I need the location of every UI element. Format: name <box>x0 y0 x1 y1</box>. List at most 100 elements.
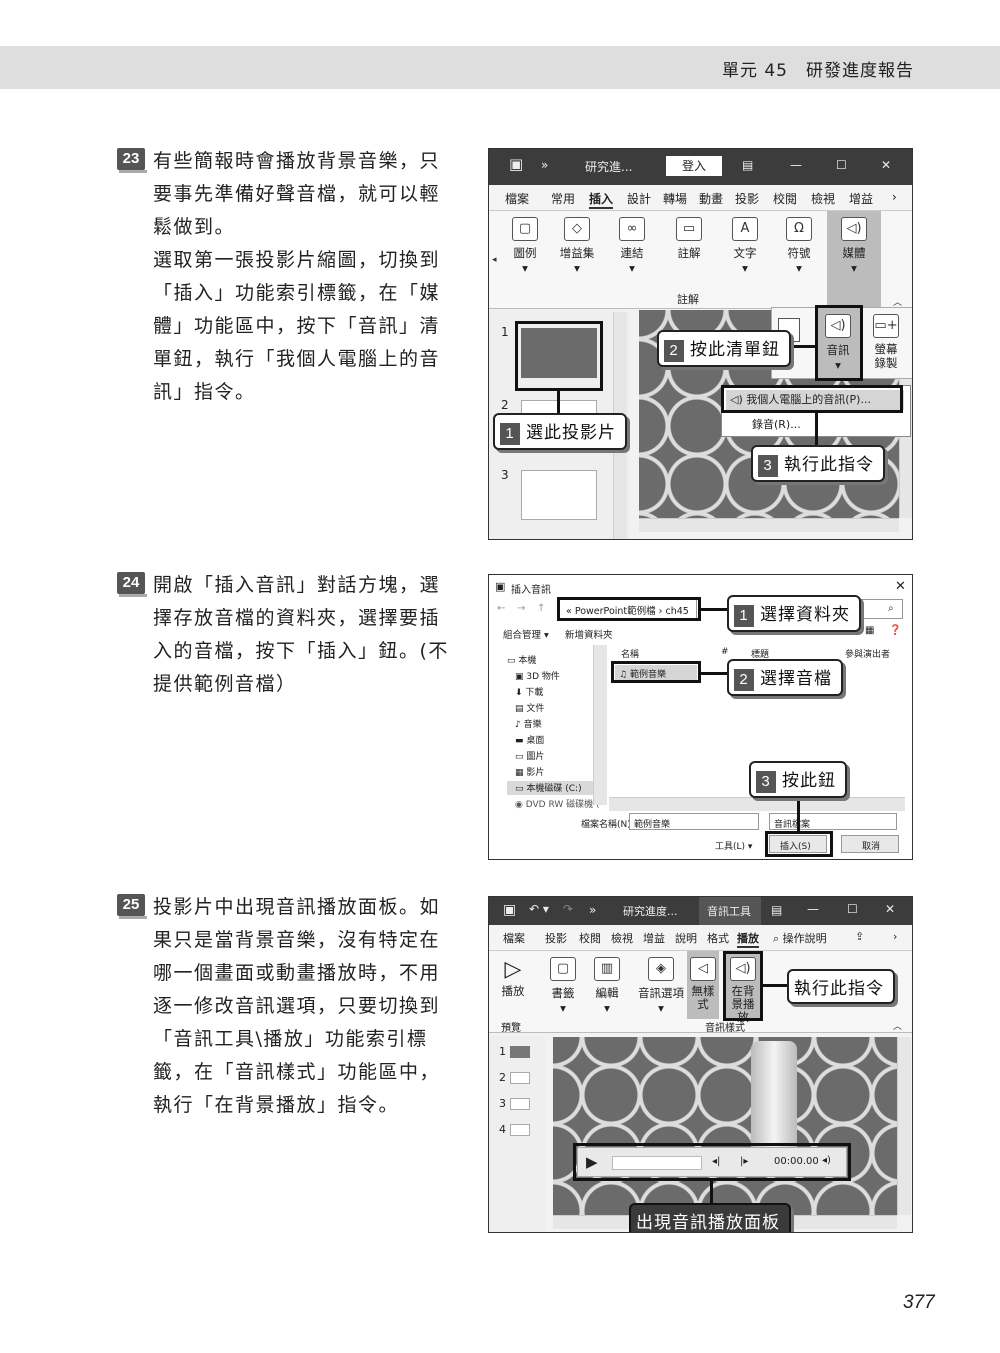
tab-playback[interactable]: 播放 <box>737 930 759 948</box>
column-header-title[interactable]: 標題 <box>751 650 770 660</box>
tab-slideshow[interactable]: 投影 <box>735 192 760 206</box>
column-header-number[interactable]: # <box>721 647 729 657</box>
nav-scrollbar[interactable] <box>593 645 607 805</box>
nav-item-3d[interactable]: ▣ 3D 物件 <box>515 672 560 682</box>
maximize-icon[interactable]: ☐ <box>847 902 858 916</box>
minimize-icon[interactable]: — <box>807 902 819 916</box>
insert-button[interactable]: 插入(S) <box>769 835 827 853</box>
organize-button[interactable]: 組合管理 ▾ <box>503 630 549 641</box>
canvas-scrollbar-vertical[interactable] <box>897 1037 911 1215</box>
nav-item-pictures[interactable]: ▭ 圖片 <box>515 752 545 762</box>
file-list-scrollbar[interactable] <box>609 797 905 811</box>
slide-3-thumbnail[interactable] <box>521 470 597 520</box>
tab-file[interactable]: 檔案 <box>505 192 530 206</box>
tab-help[interactable]: 說明 <box>675 932 697 945</box>
more-icon[interactable]: » <box>541 158 549 172</box>
bookmark-button[interactable]: ▢書籤▾ <box>545 957 581 1015</box>
player-progress-bar[interactable] <box>612 1156 702 1170</box>
tab-view[interactable]: 檢視 <box>811 192 836 206</box>
slide-thumb-row[interactable]: 3 <box>499 1097 530 1110</box>
back-icon[interactable]: ← <box>497 603 506 614</box>
filename-input[interactable]: 範例音樂 <box>629 813 759 830</box>
new-folder-button[interactable]: 新增資料夾 <box>565 630 613 641</box>
nav-item-documents[interactable]: ▤ 文件 <box>515 704 545 714</box>
tab-home[interactable]: 常用 <box>551 192 576 206</box>
screen-recording-button[interactable]: ▭+螢幕錄製 <box>866 314 906 370</box>
help-icon[interactable]: ❓ <box>889 625 902 636</box>
collapse-ribbon-icon[interactable]: ︿ <box>893 298 903 308</box>
minimize-icon[interactable]: — <box>790 158 802 172</box>
close-icon[interactable]: ✕ <box>881 158 892 172</box>
tab-format[interactable]: 格式 <box>707 932 729 945</box>
redo-icon[interactable]: ↷ <box>563 902 574 916</box>
slide-thumb-row[interactable]: 4 <box>499 1123 530 1136</box>
tabs-scroll-right-icon[interactable]: › <box>893 930 898 943</box>
menu-item-audio-on-pc[interactable]: ◁) 我個人電腦上的音訊(P)... <box>726 390 904 410</box>
save-icon[interactable]: ▣ <box>503 902 517 918</box>
search-field[interactable]: ⌕ <box>857 599 903 619</box>
ribbon-display-icon[interactable]: ▤ <box>742 158 754 172</box>
audio-options-button[interactable]: ◈音訊選項▾ <box>633 957 689 1015</box>
ribbon-links[interactable]: ∞連結▾ <box>614 217 650 275</box>
tab-review[interactable]: 校閱 <box>773 192 798 206</box>
column-header-name[interactable]: 名稱 <box>621 650 640 660</box>
canvas-scrollbar-horizontal[interactable] <box>639 518 899 532</box>
ribbon-scroll-left-icon[interactable]: ◂ <box>492 255 497 265</box>
maximize-icon[interactable]: ☐ <box>836 158 847 172</box>
column-header-artist[interactable]: 參與演出者 <box>845 650 891 660</box>
undo-icon[interactable]: ↶ ▾ <box>529 902 549 916</box>
ribbon-comment[interactable]: ▭註解 <box>671 217 707 261</box>
tab-addins[interactable]: 增益 <box>849 192 874 206</box>
tab-view[interactable]: 檢視 <box>611 932 633 945</box>
tab-review[interactable]: 校閱 <box>579 932 601 945</box>
file-item[interactable]: ♫ 範例音樂 <box>615 665 697 681</box>
slide-1-thumbnail[interactable] <box>521 328 597 378</box>
player-forward-icon[interactable]: |▸ <box>740 1156 749 1167</box>
close-icon[interactable]: ✕ <box>895 579 906 594</box>
nav-item-downloads[interactable]: ⬇ 下載 <box>515 688 544 698</box>
nav-item-desktop[interactable]: ▬ 桌面 <box>515 736 545 746</box>
tab-design[interactable]: 設計 <box>627 192 652 206</box>
play-button[interactable]: ▷播放 <box>497 957 529 999</box>
filetype-select[interactable]: 音訊檔案 <box>769 813 897 830</box>
close-icon[interactable]: ✕ <box>885 902 896 916</box>
no-style-button[interactable]: ◁無樣式 <box>687 951 719 1019</box>
share-icon[interactable]: ⇪ <box>855 930 865 943</box>
edit-button[interactable]: ▥編輯▾ <box>589 957 625 1015</box>
tab-addins[interactable]: 增益 <box>643 932 665 945</box>
tools-button[interactable]: 工具(L) ▾ <box>715 842 753 852</box>
tab-animations[interactable]: 動畫 <box>699 192 724 206</box>
nav-item-this-pc[interactable]: ▭ 本機 <box>507 656 537 666</box>
player-play-icon[interactable]: ▶ <box>586 1153 598 1171</box>
view-icon[interactable]: ▦ <box>865 625 875 636</box>
ribbon-illustrations[interactable]: ▢圖例▾ <box>507 217 543 275</box>
tell-me-search[interactable]: ⌕ 操作說明 <box>773 932 827 945</box>
tab-transitions[interactable]: 轉場 <box>663 192 688 206</box>
player-back-icon[interactable]: ◂| <box>712 1156 721 1167</box>
login-button[interactable]: 登入 <box>666 156 722 176</box>
menu-item-record-audio[interactable]: 錄音(R)... <box>752 418 801 431</box>
tab-insert[interactable]: 插入 <box>589 190 614 209</box>
cancel-button[interactable]: 取消 <box>841 835 899 853</box>
ribbon-addins[interactable]: ◇增益集▾ <box>559 217 595 275</box>
forward-icon[interactable]: → <box>517 603 526 614</box>
ribbon-media[interactable]: ◁)媒體▾ <box>827 211 881 308</box>
volume-icon[interactable]: ◂) <box>822 1155 831 1166</box>
nav-item-local-disk[interactable]: ▭ 本機磁碟 (C:) <box>507 781 603 795</box>
nav-item-music[interactable]: ♪ 音樂 <box>515 720 542 730</box>
save-icon[interactable]: ▣ <box>509 155 524 173</box>
ribbon-display-icon[interactable]: ▤ <box>771 903 783 917</box>
collapse-ribbon-icon[interactable]: ︿ <box>893 1022 903 1032</box>
play-in-background-button[interactable]: ◁)在背景播放 <box>725 951 761 1024</box>
tab-file[interactable]: 檔案 <box>503 932 525 945</box>
tab-slideshow[interactable]: 投影 <box>545 932 567 945</box>
nav-item-videos[interactable]: ▦ 影片 <box>515 768 545 778</box>
up-icon[interactable]: ↑ <box>537 603 546 614</box>
slide-thumb-row[interactable]: 1 <box>499 1045 530 1058</box>
nav-item-dvd[interactable]: ◉ DVD RW 磁碟機 ( <box>515 800 600 810</box>
audio-button[interactable]: ◁)音訊▾ <box>816 308 860 380</box>
slide-thumb-row[interactable]: 2 <box>499 1071 530 1084</box>
more-icon[interactable]: » <box>589 903 597 917</box>
